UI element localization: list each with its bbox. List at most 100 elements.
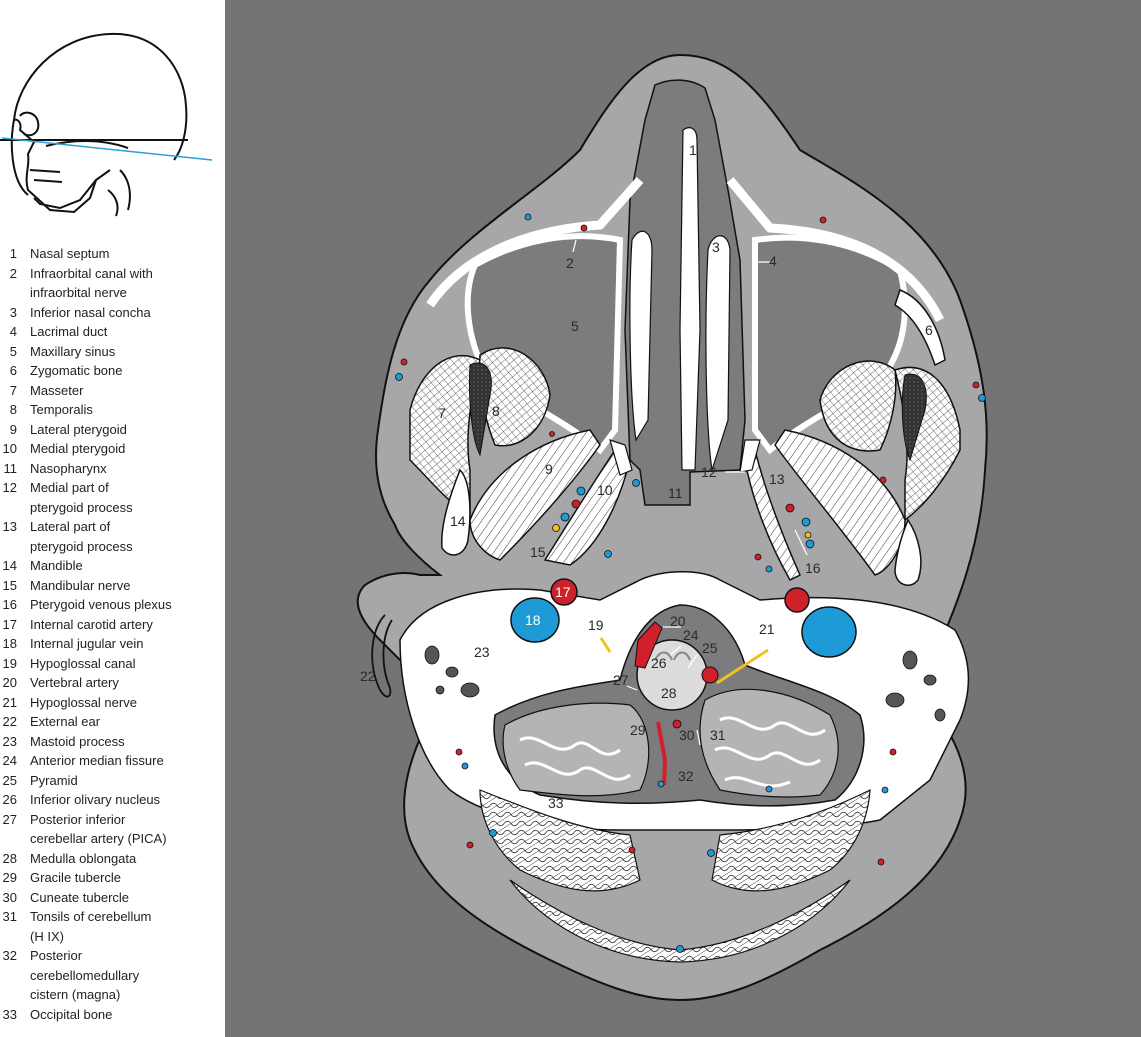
figure-label-11: 11 <box>668 485 683 501</box>
legend-number: 8 <box>9 402 17 417</box>
lateral-pterygoid-right <box>774 429 906 576</box>
figure-label-15: 15 <box>530 544 546 560</box>
legend-number: 13 <box>2 519 17 534</box>
maxillary-sinus-left <box>464 233 624 455</box>
pterygoid-process-left <box>609 439 633 476</box>
mandible-outline <box>33 169 111 210</box>
zygomatic-bone <box>894 289 946 367</box>
figure-label-group: 1 2 3 4 5 6 7 8 9 10 11 12 13 14 15 16 1… <box>360 142 933 811</box>
legend-text: Inferior olivary nucleus <box>30 792 161 807</box>
figure-label-3: 3 <box>712 239 720 255</box>
figure-label-2: 2 <box>566 255 574 271</box>
legend-number: 3 <box>9 304 17 320</box>
skull-orientation-sketch <box>0 32 213 217</box>
legend-text: Maxillary sinus <box>30 343 116 359</box>
legend-text: Nasopharynx <box>30 460 107 476</box>
legend-number: 28 <box>2 850 17 866</box>
legend-number: 5 <box>9 343 17 359</box>
leader-lines <box>572 239 808 746</box>
internal-jugular-vein-left <box>510 597 560 643</box>
neck-muscles-left <box>479 789 641 892</box>
face-outline <box>13 118 97 214</box>
legend-item-12: 12 Medial part of pterygoid process <box>0 478 222 517</box>
legend-number: 16 <box>2 597 17 612</box>
temporalis-tendon-right <box>901 373 927 462</box>
figure-label-30: 30 <box>679 727 695 743</box>
inferior-olivary-nucleus <box>654 651 691 661</box>
figure-label-33: 33 <box>548 795 564 811</box>
small-arteries <box>400 216 980 866</box>
figure-label-9: 9 <box>545 461 553 477</box>
legend-number: 17 <box>2 616 17 632</box>
internal-jugular-vein-right <box>801 606 857 658</box>
legend-number: 9 <box>9 421 17 437</box>
figure-label-14: 14 <box>450 513 466 529</box>
legend-number: 31 <box>2 909 17 924</box>
legend-number: 26 <box>2 792 17 807</box>
legend-number: 21 <box>2 694 17 710</box>
legend-text: Internal carotid artery <box>30 616 153 632</box>
legend-number: 25 <box>2 772 17 788</box>
legend-number: 7 <box>9 382 17 398</box>
legend-number: 32 <box>2 948 17 963</box>
internal-carotid-artery-left <box>550 578 578 606</box>
internal-carotid-artery-right <box>784 587 810 613</box>
mandibular-nerve-left <box>552 524 560 532</box>
cerebellum-left <box>502 702 650 797</box>
figure-label-24: 24 <box>683 627 699 643</box>
legend-text: Infraorbital canal with infraorbital ner… <box>30 265 153 301</box>
legend-text: Medial pterygoid <box>30 441 126 456</box>
legend-text: Anterior median fissure <box>30 753 164 768</box>
legend-text: Hypoglossal canal <box>30 655 136 671</box>
figure-label-5: 5 <box>571 318 579 334</box>
legend-number: 12 <box>2 480 17 495</box>
legend-text: Medial part of pterygoid process <box>30 480 133 515</box>
legend-text: Zygomatic bone <box>30 363 123 378</box>
figure-label-29: 29 <box>630 722 646 738</box>
figure-label-13: 13 <box>769 471 785 487</box>
figure-label-20: 20 <box>670 613 686 629</box>
pica <box>656 721 668 786</box>
neck-muscles-right <box>711 788 871 892</box>
figure-label-12: 12 <box>701 464 717 480</box>
legend-number: 15 <box>2 577 17 593</box>
legend-number: 4 <box>9 324 17 339</box>
medial-pterygoid-left <box>543 448 631 566</box>
cervical-spine <box>107 169 131 217</box>
legend-number: 10 <box>2 441 17 456</box>
mandible-left <box>440 468 471 556</box>
figure-label-19: 19 <box>588 617 604 633</box>
legend-number: 1 <box>9 246 17 261</box>
legend-text: Cuneate tubercle <box>30 889 130 905</box>
legend-text: Masseter <box>30 382 84 398</box>
figure-label-1: 1 <box>689 142 697 158</box>
legend-item-10: 10 Medial pterygoid <box>0 439 222 459</box>
mandible-right <box>894 518 922 586</box>
figure-label-6: 6 <box>925 322 933 338</box>
figure-label-28: 28 <box>661 685 677 701</box>
legend-number: 19 <box>2 655 17 671</box>
cerebellum-right <box>699 688 839 798</box>
orbit <box>19 111 40 137</box>
mandibular-nerve-right <box>804 531 812 539</box>
legend-number: 23 <box>2 733 17 749</box>
legend-number: 22 <box>2 714 17 729</box>
figure-label-26: 26 <box>651 655 667 671</box>
legend-item-7: 7 Masseter <box>0 381 222 401</box>
maxillary-sinus-right <box>752 234 908 455</box>
legend-text: Internal jugular vein <box>30 636 144 651</box>
